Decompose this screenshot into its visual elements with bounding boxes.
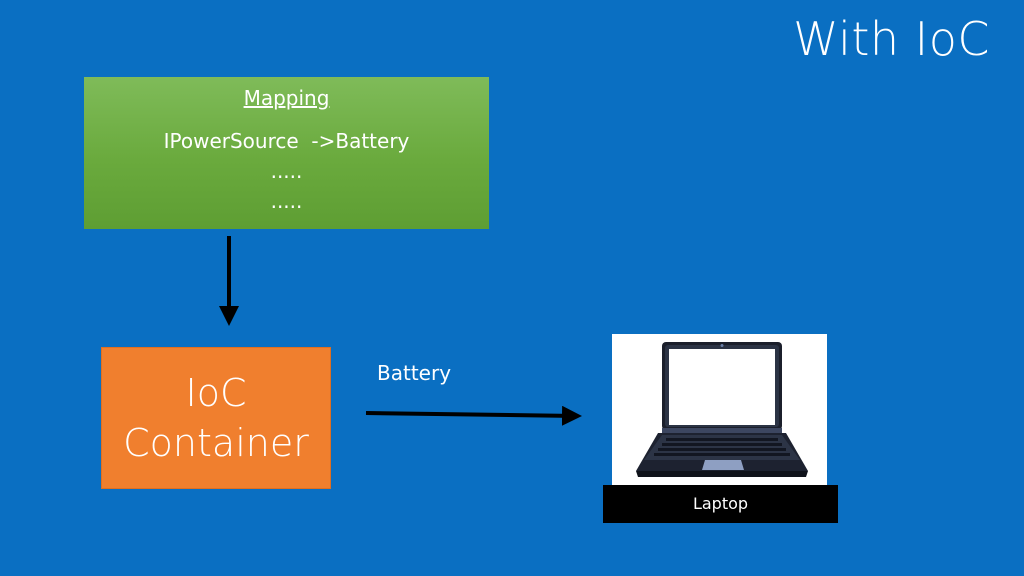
mapping-line: ..... — [270, 159, 303, 183]
ioc-label-line1: IoC — [185, 371, 247, 415]
mapping-line: IPowerSource ->Battery — [163, 129, 410, 153]
laptop-image — [612, 334, 827, 485]
container-to-laptop-arrow — [365, 405, 582, 426]
mapping-line: ..... — [270, 189, 303, 213]
laptop-icon — [636, 342, 808, 477]
laptop-caption: Laptop — [603, 485, 838, 523]
mapping-box: Mapping IPowerSource ->Battery ..... ...… — [84, 77, 489, 229]
ioc-container-box: IoC Container — [101, 347, 331, 489]
slide-title: With IoC — [793, 12, 990, 66]
arrow-label: Battery — [377, 361, 452, 385]
mapping-heading: Mapping — [243, 86, 330, 110]
ioc-label-line2: Container — [123, 421, 309, 465]
